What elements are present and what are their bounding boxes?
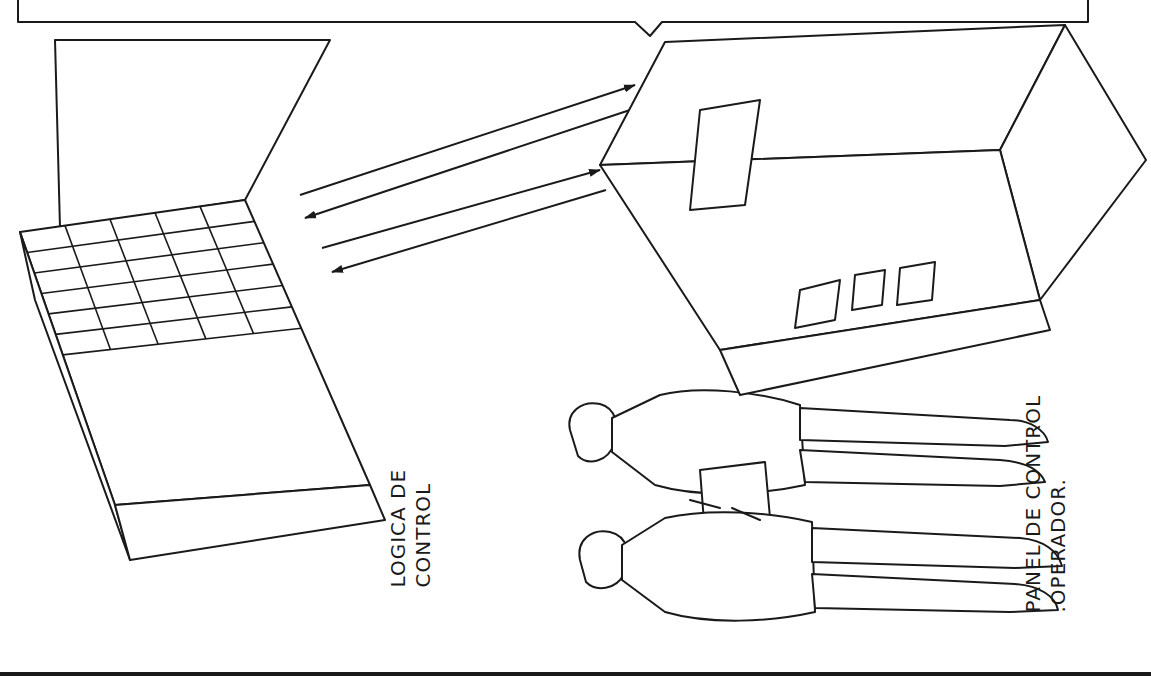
keyboard-grid xyxy=(49,286,283,314)
outline-face xyxy=(852,270,885,310)
keyboard-grid xyxy=(65,226,110,350)
outline-face xyxy=(720,300,1050,395)
node-outline xyxy=(15,35,390,678)
keyboard-grid xyxy=(56,307,292,335)
keyboard-grid xyxy=(200,206,254,333)
keyboard-grid xyxy=(41,264,273,293)
outline-face xyxy=(115,485,385,560)
node-label: LOGICA DE CONTROL xyxy=(385,453,435,588)
outline-face xyxy=(600,25,1065,165)
person-figure xyxy=(579,500,1062,621)
signal-arrow xyxy=(300,85,635,195)
keyboard-grid xyxy=(110,219,158,344)
outline-face xyxy=(795,280,840,328)
control-logic-box: LOGICA DE CONTROL xyxy=(15,35,390,565)
signal-arrow xyxy=(332,190,606,272)
signal-arrow xyxy=(322,170,600,248)
keyboard-grid xyxy=(34,243,264,273)
node-label: PANEL DE CONTROL .OPERADOR. xyxy=(1020,378,1070,613)
outline-face xyxy=(20,232,130,560)
outline-face xyxy=(897,262,935,305)
signal-arrow xyxy=(305,105,645,218)
keyboard-grid xyxy=(63,328,302,355)
frame-line xyxy=(0,672,1151,676)
outline-face xyxy=(20,200,370,505)
keyboard-grid xyxy=(155,213,206,339)
outline-face xyxy=(55,40,330,228)
operator-control-panel: PANEL DE CONTROL .OPERADOR. xyxy=(590,20,1150,420)
outline-face xyxy=(690,100,760,210)
